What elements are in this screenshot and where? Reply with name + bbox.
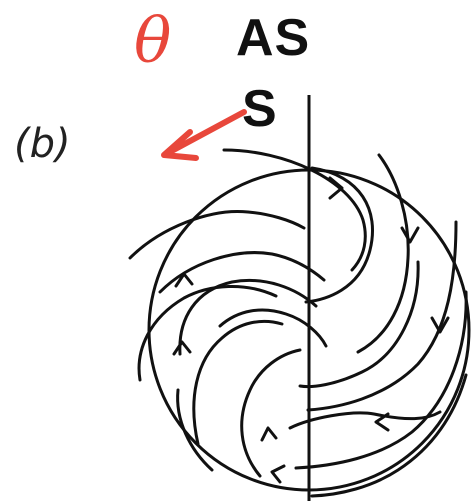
- flow-arrowhead-icon: [262, 428, 276, 440]
- streamline-center-right: [300, 262, 418, 387]
- streamline-bottom-left: [194, 321, 282, 444]
- streamline-left-lower: [139, 286, 276, 380]
- theta-symbol: θ: [134, 10, 171, 72]
- panel-label: (b): [14, 124, 71, 164]
- flow-arrowhead-icon: [330, 178, 342, 198]
- streamline-left-top: [130, 211, 304, 258]
- streamline-right-outer: [308, 222, 456, 410]
- flow-arrowhead-icon: [376, 414, 388, 430]
- flow-arrowhead-icon: [272, 466, 284, 482]
- streamline-top-right-outer: [358, 155, 408, 352]
- ass-label-line2: S: [242, 83, 277, 135]
- streamlines: [130, 150, 466, 496]
- streamline-bottom-left2: [242, 350, 300, 476]
- ass-label-line1: AS: [236, 12, 310, 64]
- flow-arrowhead-icon: [402, 228, 418, 242]
- flow-arrowhead-icon: [174, 342, 190, 354]
- streamline-right-lower: [296, 292, 466, 468]
